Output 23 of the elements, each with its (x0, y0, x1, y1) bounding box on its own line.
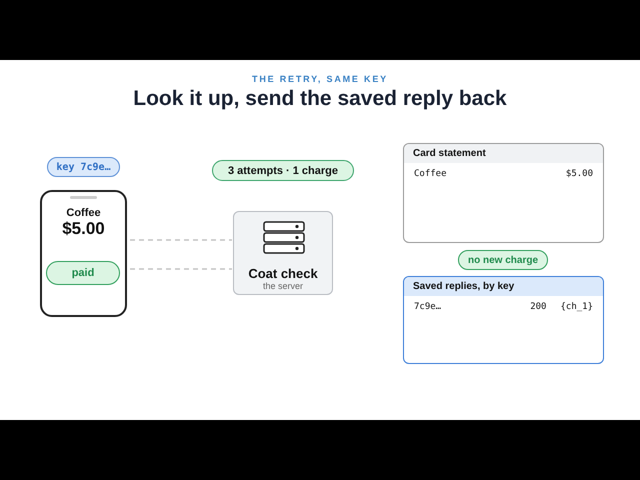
table-cell: 200 (530, 302, 546, 312)
status-badge: no new charge (458, 250, 548, 270)
table-header: Saved replies, by key (404, 277, 603, 296)
kicker-text: THE RETRY, SAME KEY (251, 74, 389, 84)
connector-line (130, 268, 232, 270)
key-tag: key 7c9e… (47, 157, 120, 177)
table-cell: $5.00 (566, 169, 593, 179)
table-cell: {ch_1} (560, 302, 593, 312)
table-cell: Coffee (414, 169, 447, 179)
phone-frame (40, 190, 127, 317)
table-header: Card statement (404, 144, 603, 163)
connector-line (130, 239, 232, 241)
title: Look it up, send the saved reply back (132, 87, 508, 111)
server-name: Coat check (247, 266, 319, 281)
item-name: Coffee (65, 207, 102, 219)
price: $5.00 (61, 219, 106, 239)
summary-tag: 3 attempts · 1 charge (212, 160, 354, 181)
table-cell: 7c9e… (414, 302, 442, 312)
status-badge: paid (46, 261, 120, 285)
server-card (233, 211, 333, 295)
table-card (403, 143, 604, 243)
server-subtitle: the server (262, 281, 304, 291)
table-card (403, 276, 604, 364)
